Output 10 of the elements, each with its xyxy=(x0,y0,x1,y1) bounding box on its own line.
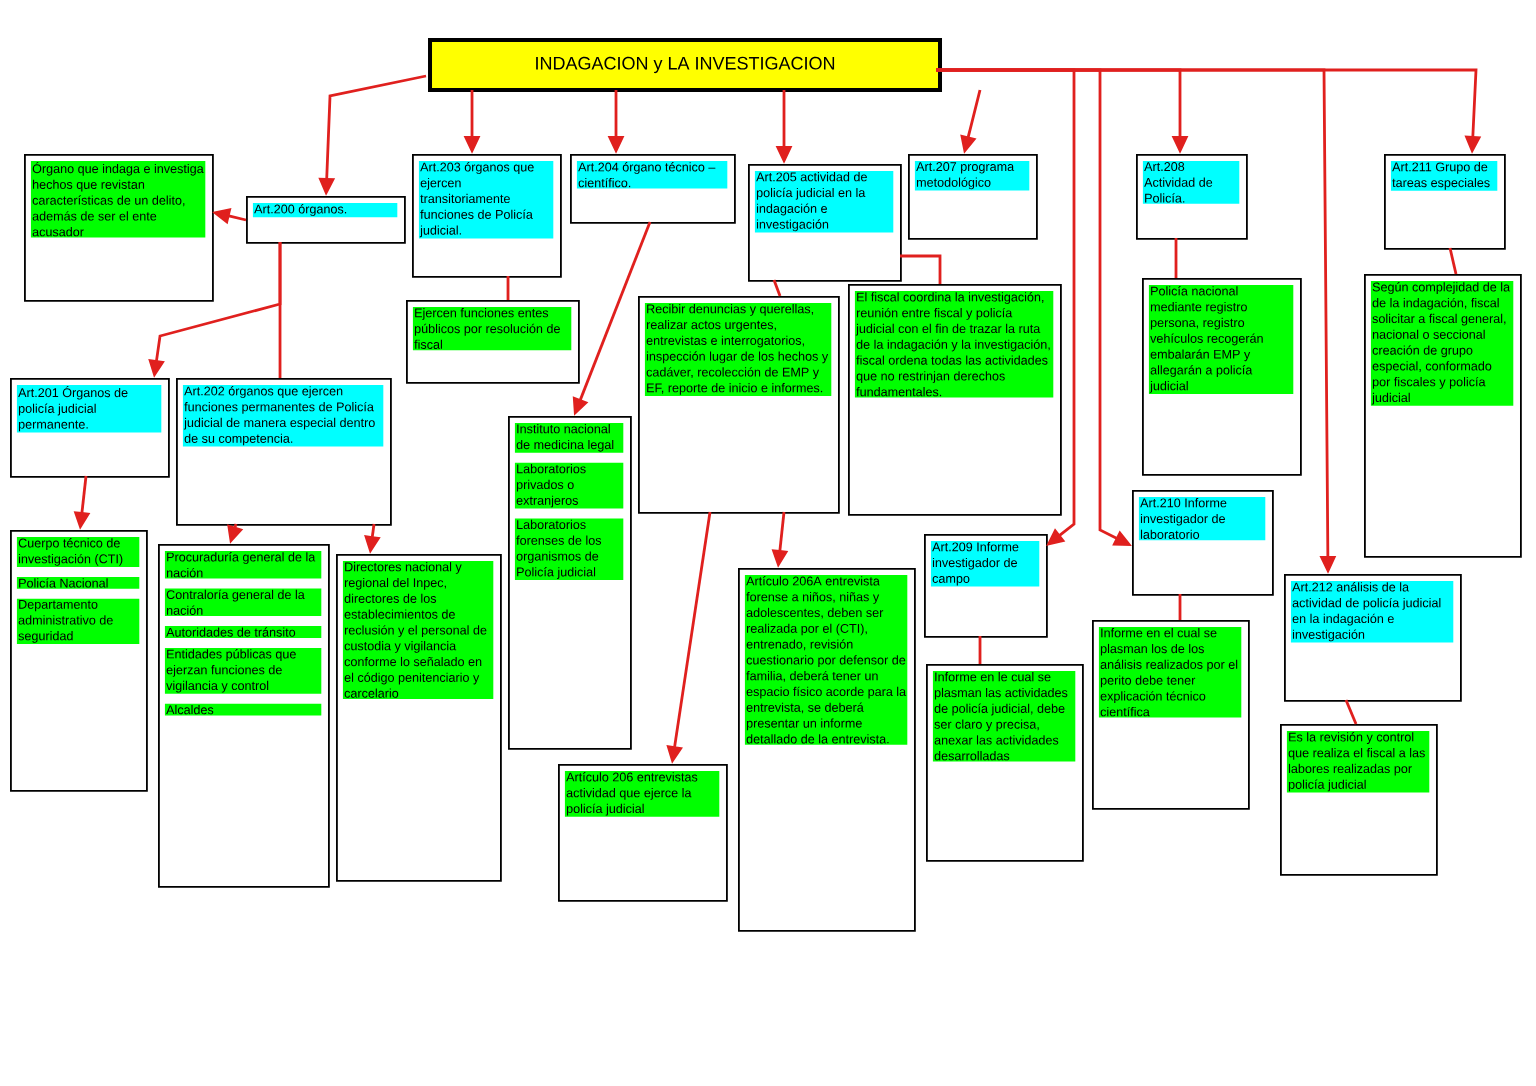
title-box: INDAGACION y LA INVESTIGACION xyxy=(428,38,942,92)
connector-line xyxy=(978,636,982,664)
connector-line xyxy=(1174,238,1178,278)
connector-line xyxy=(1344,699,1358,725)
connector-line xyxy=(1448,247,1458,275)
connector-line xyxy=(278,242,282,378)
connector-line xyxy=(506,276,510,300)
connector-line xyxy=(1178,594,1182,620)
connector-line xyxy=(900,254,942,284)
connector-line xyxy=(772,279,782,297)
